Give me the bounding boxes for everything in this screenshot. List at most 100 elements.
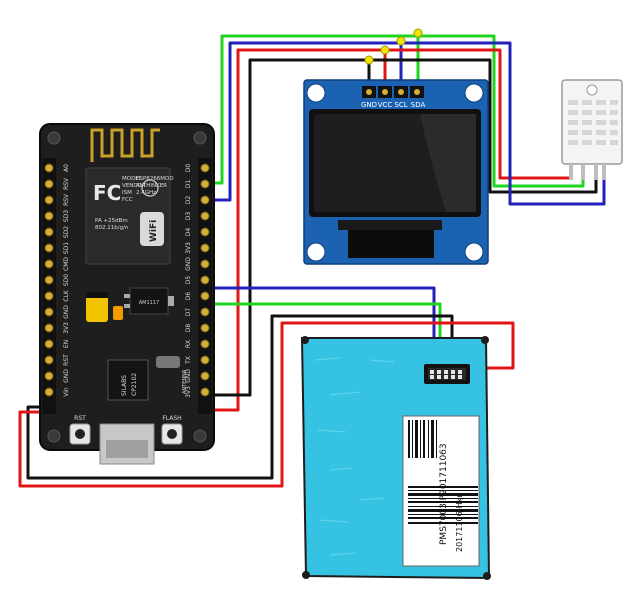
right-pin-label: D1 — [185, 180, 192, 189]
chip-brand: SILABS — [121, 375, 128, 396]
left-pin-label: A0 — [63, 164, 70, 172]
cp2102-chip — [107, 359, 149, 401]
left-pin-label: SD0 — [63, 274, 70, 286]
wire-dht-black — [369, 58, 598, 194]
right-pins — [200, 163, 210, 397]
right-pin-2 — [200, 195, 210, 205]
fc-logo: FC — [93, 181, 121, 205]
left-pin-6 — [44, 259, 54, 269]
wire-gnd-pms — [26, 314, 454, 480]
right-pin-10 — [200, 323, 210, 333]
right-pin-14 — [200, 387, 210, 397]
left-pin-7 — [44, 275, 54, 285]
pms-sensor: PMS7003 P201711063 20171106-Hkr — [300, 336, 491, 580]
wire-d1-sda — [205, 34, 420, 185]
left-pin-10 — [44, 323, 54, 333]
wire-d2-scl — [205, 41, 403, 202]
right-pin-label: TX — [185, 356, 192, 365]
oled-hole-br — [464, 242, 484, 262]
pms-barcode-2 — [408, 486, 478, 524]
oled-pin-gnd: GND — [361, 101, 377, 109]
left-pin-13 — [44, 371, 54, 381]
left-pin-3 — [44, 211, 54, 221]
left-pin-labels: A0RSVRSVSD3SD2SD1CMDSD0CLKGND3V3ENRSTGND… — [63, 164, 70, 397]
junction-dots — [364, 28, 423, 65]
left-pin-label: GND — [63, 369, 70, 383]
left-pin-header — [42, 158, 56, 414]
right-pin-label: D7 — [185, 308, 192, 317]
left-pin-label: Vin — [63, 387, 70, 397]
antenna-trace — [90, 128, 160, 162]
left-pin-12 — [44, 355, 54, 365]
nodemcu-board: FC MODEL VENDOR ISM FCC ESP8266MOD AI-TH… — [39, 123, 215, 465]
junction-dot-vcc — [380, 45, 390, 55]
esp-module-text: MODEL VENDOR ISM FCC ESP8266MOD AI-THINK… — [95, 176, 174, 231]
left-pin-label: RST — [63, 354, 70, 366]
dht-vent-grid — [568, 100, 618, 145]
right-pin-label: 3V3 — [185, 386, 192, 398]
chip-model: CP2102 — [131, 373, 138, 396]
module-vendor-value: AI-THINKER — [136, 183, 167, 189]
left-pin-9 — [44, 307, 54, 317]
pms-label-sticker: PMS7003 P201711063 20171106-Hkr — [402, 415, 480, 567]
oled-flex-cable — [348, 228, 434, 258]
globe-icon — [141, 179, 159, 197]
left-pin-label: SD2 — [63, 226, 70, 238]
left-pin-1 — [44, 179, 54, 189]
wire-dht-blue — [401, 41, 606, 206]
module-power-value: PA +25dBm — [95, 218, 128, 224]
capacitor-large — [86, 292, 108, 322]
wire-gnd-gnd — [205, 58, 371, 397]
junction-dot-scl — [396, 36, 406, 46]
oled-pin-sda: SDA — [411, 101, 426, 109]
module-ism-label: ISM — [122, 190, 132, 196]
wire-vin-pms — [18, 321, 515, 488]
module-protocol-value: 802.11b/g/n — [95, 225, 129, 231]
oled-pin-headers — [362, 86, 424, 98]
capacitor-small — [113, 306, 123, 320]
regulator — [129, 287, 169, 315]
dht-legs — [569, 164, 606, 180]
left-pins — [44, 163, 54, 397]
module-model-label: MODEL — [122, 176, 143, 182]
module-freq-value: 2.4GHz — [136, 190, 156, 196]
left-pin-label: SD3 — [63, 210, 70, 222]
right-pin-13 — [200, 371, 210, 381]
right-pin-1 — [200, 179, 210, 189]
left-pin-5 — [44, 243, 54, 253]
right-pin-label: D6 — [185, 292, 192, 301]
left-pin-11 — [44, 339, 54, 349]
module-model-value: ESP8266MOD — [136, 176, 174, 182]
left-pin-label: EN — [63, 340, 70, 348]
left-pin-8 — [44, 291, 54, 301]
right-pin-label: D8 — [185, 324, 192, 333]
right-pin-12 — [200, 355, 210, 365]
right-pin-label: GND — [185, 369, 192, 383]
left-pin-label: CMD — [63, 257, 70, 271]
dht-sensor — [561, 79, 623, 180]
right-pin-label: D0 — [185, 164, 192, 173]
right-pin-label: D5 — [185, 276, 192, 285]
left-pin-14 — [44, 387, 54, 397]
pms-barcode-1 — [408, 420, 437, 458]
left-pin-label: RSV — [63, 177, 70, 190]
right-pin-header — [198, 158, 212, 414]
right-pin-label: GND — [185, 257, 192, 271]
crystal — [156, 356, 180, 368]
right-pin-label: D2 — [185, 196, 192, 205]
oled-hole-tl — [306, 83, 326, 103]
left-pin-label: 3V3 — [63, 322, 70, 334]
right-pin-0 — [200, 163, 210, 173]
oled-pin-vcc: VCC — [378, 101, 393, 109]
left-pin-label: CLK — [63, 289, 70, 302]
right-pin-5 — [200, 243, 210, 253]
right-pin-11 — [200, 339, 210, 349]
wire-3v3-vcc — [205, 48, 387, 412]
wifi-logo-box — [140, 212, 164, 246]
left-pin-0 — [44, 163, 54, 173]
flash-label: FLASH — [162, 415, 181, 422]
module-fcc-label: FCC — [122, 197, 133, 203]
